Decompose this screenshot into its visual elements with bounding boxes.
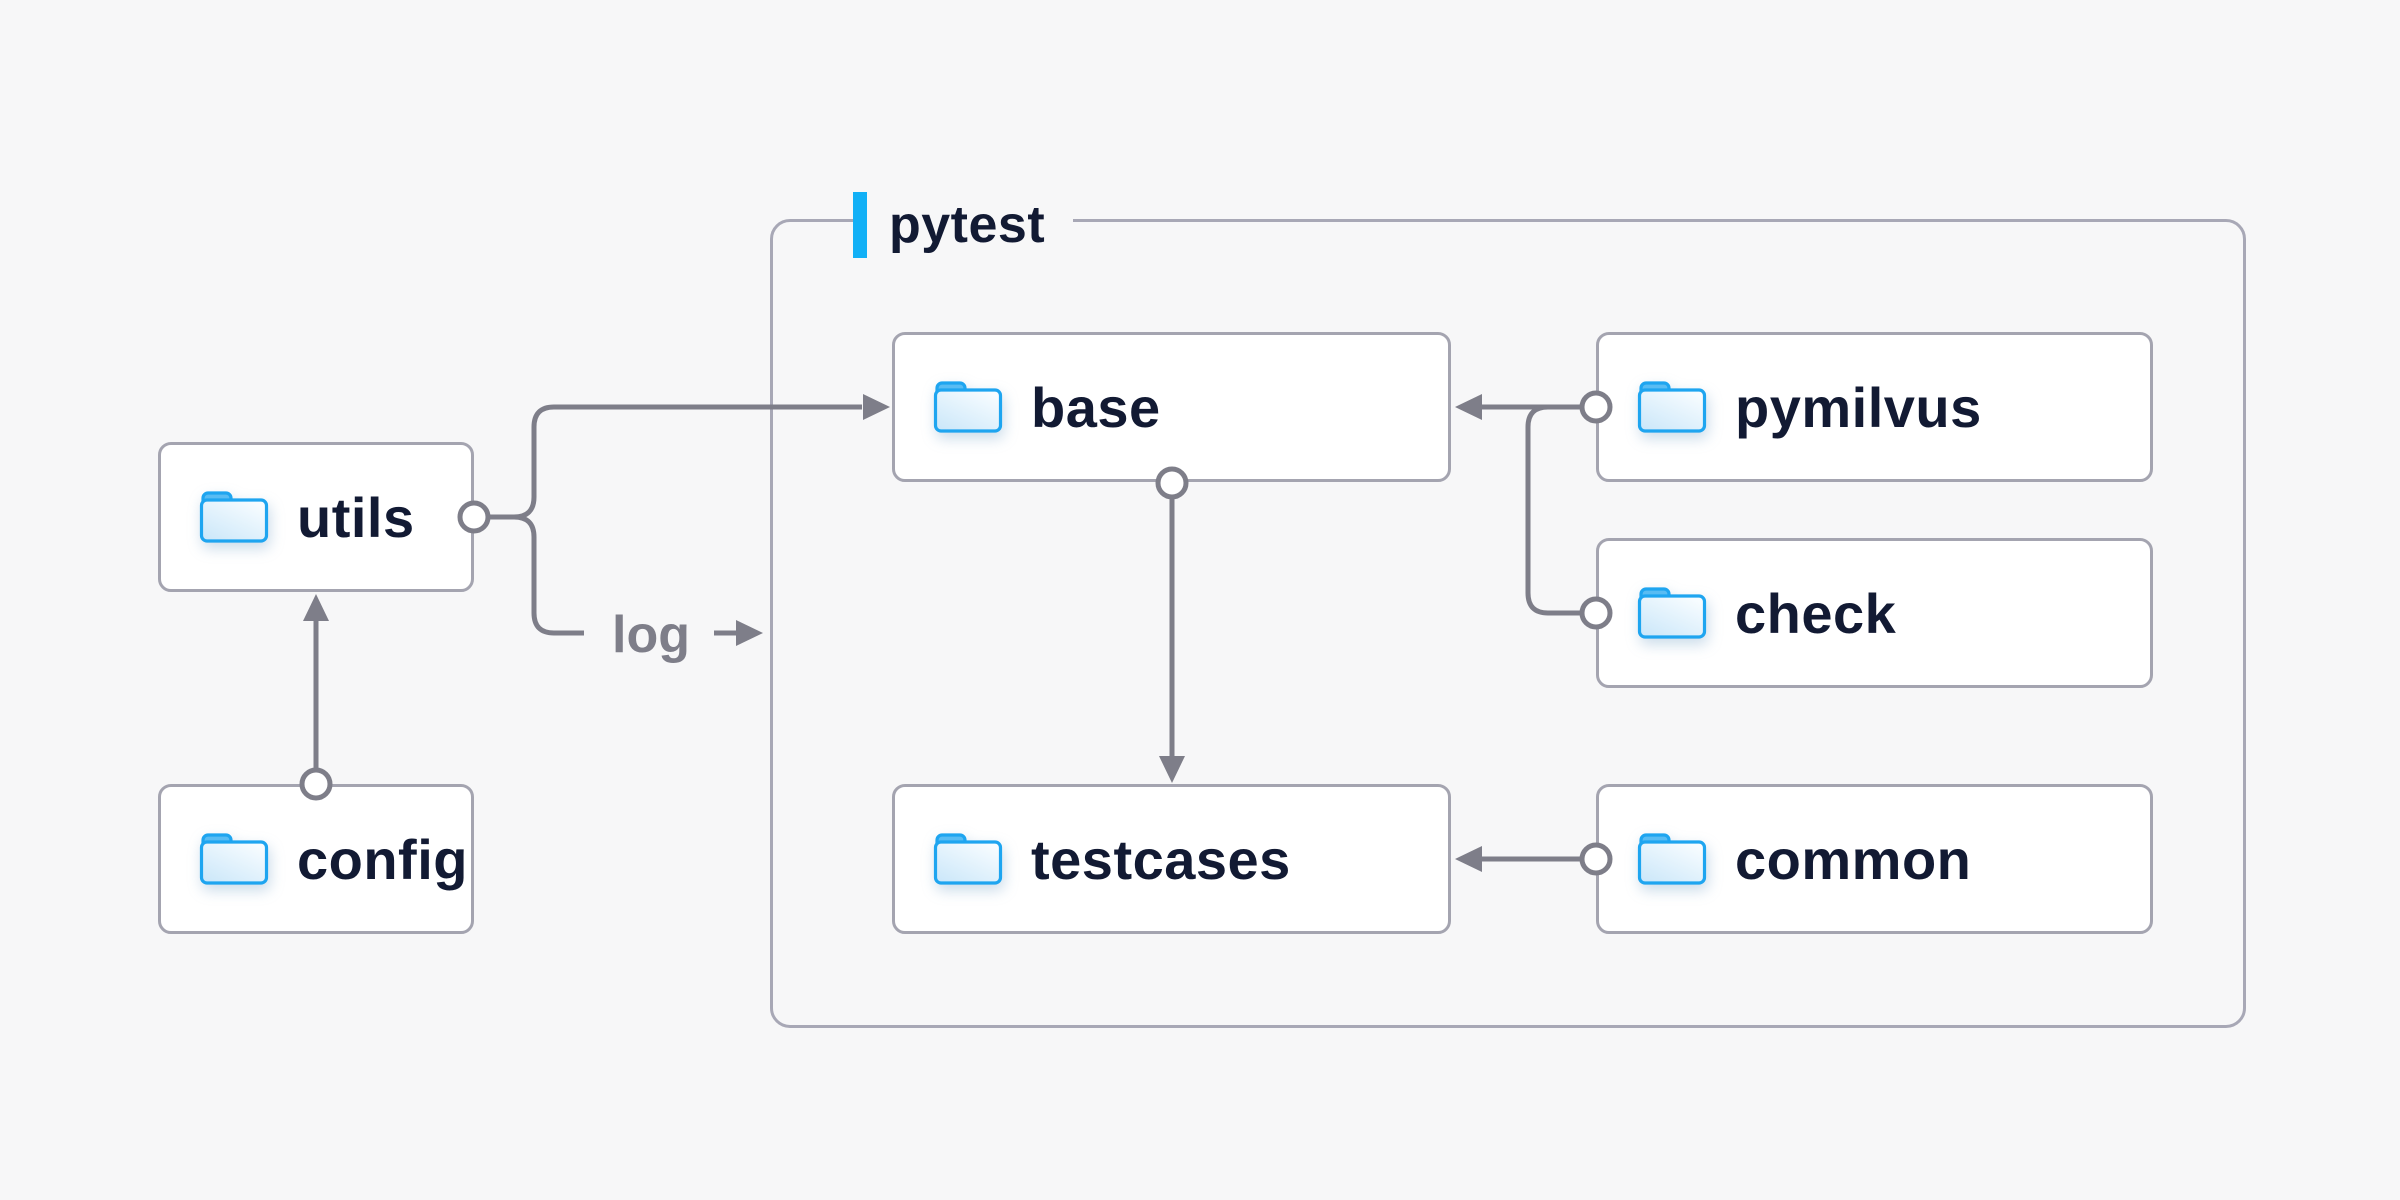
node-label: base xyxy=(1031,375,1161,439)
node-label: common xyxy=(1735,827,1972,891)
node-label: testcases xyxy=(1031,827,1291,891)
node-base: base xyxy=(892,332,1451,482)
pytest-container-label: pytest xyxy=(853,190,1074,260)
folder-icon xyxy=(1637,833,1707,885)
arrowhead-right-icon xyxy=(736,620,763,646)
node-utils: utils xyxy=(158,442,474,592)
folder-icon xyxy=(933,381,1003,433)
node-label: check xyxy=(1735,581,1897,645)
pytest-container-title: pytest xyxy=(889,196,1046,254)
node-common: common xyxy=(1596,784,2153,934)
node-label: pymilvus xyxy=(1735,375,1982,439)
edge-config-to-utils xyxy=(299,594,333,801)
folder-icon xyxy=(933,833,1003,885)
folder-icon xyxy=(1637,381,1707,433)
folder-icon xyxy=(199,491,269,543)
node-config: config xyxy=(158,784,474,934)
pytest-container-box xyxy=(770,219,2246,1028)
edge-log-into-container xyxy=(714,620,763,646)
arrowhead-up-icon xyxy=(303,594,329,621)
edge-label-log: log xyxy=(612,606,690,664)
node-testcases: testcases xyxy=(892,784,1451,934)
node-label: utils xyxy=(297,485,415,549)
accent-bar xyxy=(853,192,867,258)
folder-icon xyxy=(1637,587,1707,639)
node-label: config xyxy=(297,827,468,891)
folder-icon xyxy=(199,833,269,885)
node-pymilvus: pymilvus xyxy=(1596,332,2153,482)
node-check: check xyxy=(1596,538,2153,688)
